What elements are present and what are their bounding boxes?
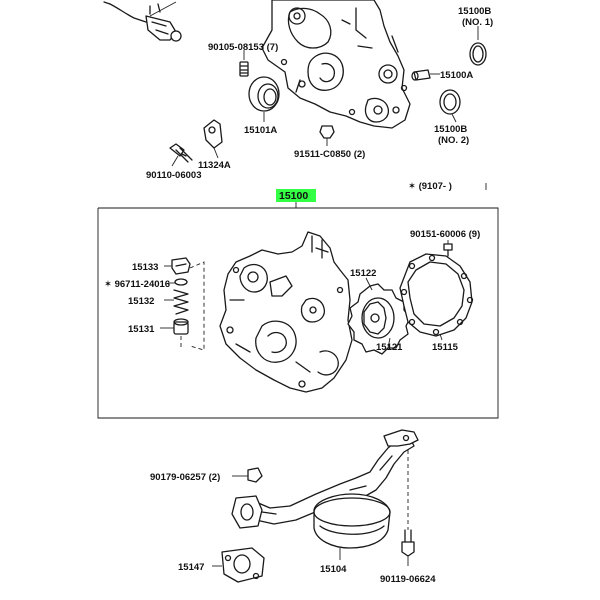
oil-strainer-assembly: [212, 429, 419, 583]
label-15104: 15104: [320, 564, 347, 575]
relief-valve-stack: [160, 257, 205, 351]
label-15100b-no1: 15100B: [458, 6, 491, 17]
label-15100b-no1-sub: (NO. 1): [462, 17, 493, 28]
label-15100b-no2-sub: (NO. 2): [438, 135, 469, 146]
label-15100a: 15100A: [440, 70, 473, 81]
front-cover-housing: [261, 0, 411, 129]
label-90151: 90151-60006 (9): [410, 229, 480, 240]
plug-15100a: [411, 69, 440, 81]
oil-seal-15101a: [248, 76, 280, 122]
label-15121: 15121: [376, 342, 403, 353]
label-15133: 15133: [132, 262, 158, 273]
label-15122: 15122: [350, 268, 376, 279]
top-assembly: [103, 0, 487, 167]
bottom-labels: 90179-06257 (2) 15147 15104 90119-06624: [150, 472, 436, 585]
o-ring-no2: [439, 89, 461, 123]
label-15115: 15115: [432, 342, 459, 353]
top-labels: 15100B (NO. 1) 90105-08153 (7) 15100A 15…: [146, 6, 493, 181]
middle-left-labels: 15133 ✶ 96711-24016 15132 15131: [104, 262, 170, 335]
bolt-90105: [239, 50, 249, 77]
bolt-91511: [319, 125, 335, 146]
assembly-box: [97, 207, 499, 419]
o-ring-no1: [469, 26, 487, 66]
label-9107: ✶ (9107- ): [408, 181, 452, 192]
label-90119: 90119-06624: [380, 574, 436, 585]
label-15101a: 15101A: [244, 125, 277, 136]
highlight-15100: [276, 189, 316, 202]
label-90105: 90105-08153 (7): [208, 42, 278, 53]
label-91511: 91511-C0850 (2): [294, 149, 365, 160]
label-96711: ✶ 96711-24016: [104, 279, 170, 290]
middle-right-labels: 90151-60006 (9) 15122 15121 15115: [350, 229, 480, 353]
label-90179: 90179-06257 (2): [150, 472, 220, 483]
label-15100: 15100: [279, 190, 308, 202]
oil-pressure-sensor: [103, 1, 182, 42]
pump-rotors: [347, 277, 411, 355]
assembly-15100-group: 15100 ✶ (9107- ): [97, 181, 499, 419]
label-15131: 15131: [128, 324, 155, 335]
label-11324a: 11324A: [198, 160, 231, 171]
pump-cover-15115: [399, 240, 474, 341]
bracket-11324a: [203, 119, 223, 159]
bolt-90110: [169, 143, 193, 167]
label-15100b-no2: 15100B: [434, 124, 467, 135]
label-15132: 15132: [128, 296, 154, 307]
label-90110: 90110-06003: [146, 170, 201, 181]
pump-body: [219, 231, 353, 393]
label-15147: 15147: [178, 562, 204, 573]
